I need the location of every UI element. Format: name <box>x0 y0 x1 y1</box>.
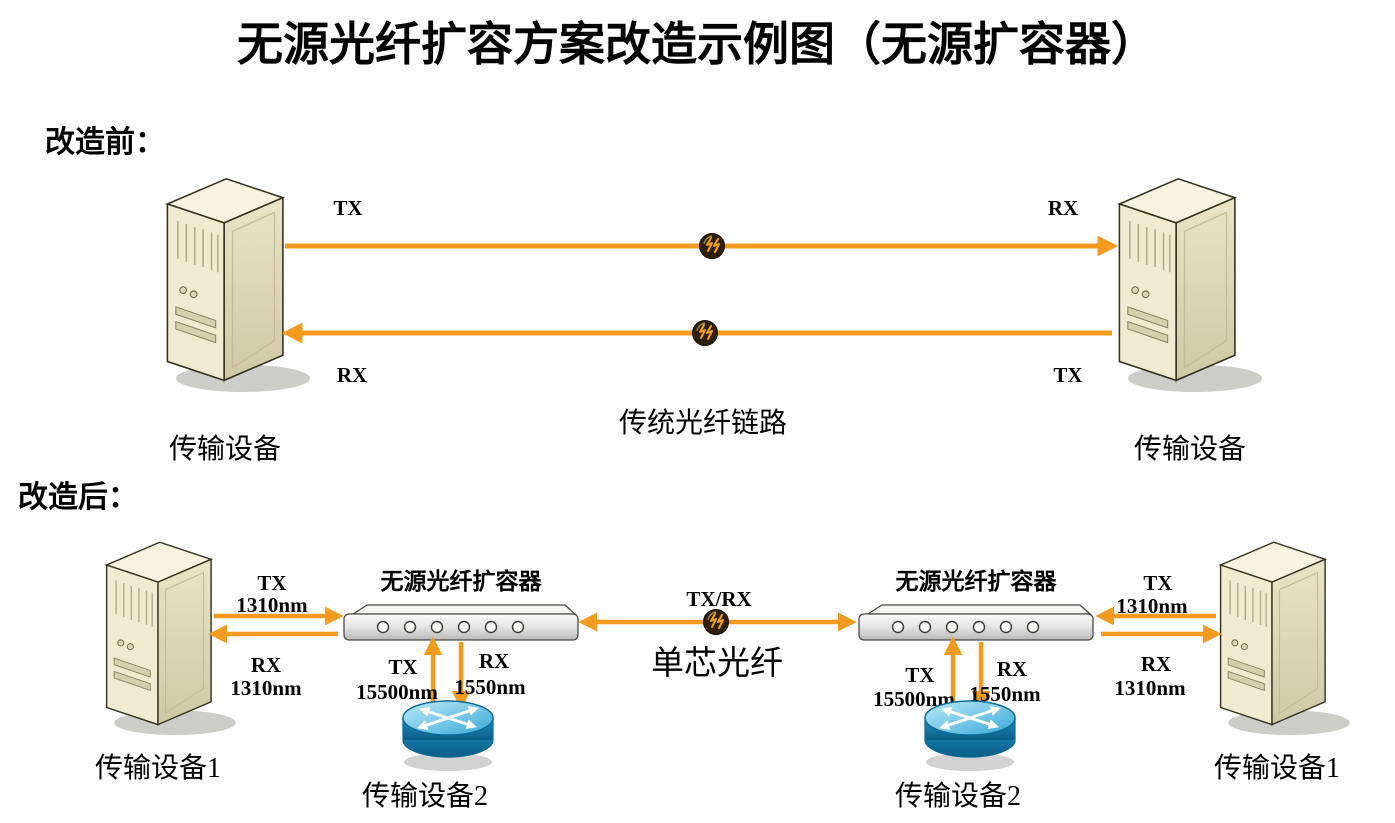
left-tx-wavelength: 1310nm <box>236 593 308 617</box>
right-drop-tx-label: TX <box>905 663 934 687</box>
fiber-splice-icon <box>698 232 726 260</box>
right-rx-wavelength: 1310nm <box>1114 676 1186 700</box>
expander-right-label: 无源光纤扩容器 <box>896 568 1058 594</box>
device-label-after-left: 传输设备1 <box>95 752 221 784</box>
single-fiber-caption: 单芯光纤 <box>651 645 783 682</box>
right-rx-label: RX <box>1141 652 1171 676</box>
device-label-before-right: 传输设备 <box>1134 433 1246 465</box>
tx-label-before-right: TX <box>1053 363 1082 387</box>
diagram-title: 无源光纤扩容方案改造示例图（无源扩容器） <box>237 19 1157 70</box>
expander-right-box-icon <box>858 604 1094 641</box>
left-tx-label: TX <box>257 571 286 595</box>
right-tx-label: TX <box>1143 571 1172 595</box>
device-label-after-right: 传输设备1 <box>1214 752 1340 784</box>
left-drop-tx-wavelength: 15500nm <box>356 680 438 704</box>
left-drop-rx-wavelength: 1550nm <box>454 675 526 699</box>
router-left-label: 传输设备2 <box>362 780 488 812</box>
fiber-splice-icon <box>691 319 719 347</box>
traditional-link-caption: 传统光纤链路 <box>619 407 787 439</box>
left-drop-rx-label: RX <box>479 649 509 673</box>
server-after-left-icon <box>105 541 237 736</box>
rx-label-before-right: RX <box>1048 196 1078 220</box>
server-before-left-icon <box>166 178 311 393</box>
right-drop-rx-label: RX <box>997 657 1027 681</box>
expander-left-label: 无源光纤扩容器 <box>381 568 543 594</box>
router-right-icon <box>925 701 1015 771</box>
center-txrx-label: TX/RX <box>686 587 751 611</box>
left-drop-tx-label: TX <box>388 655 417 679</box>
router-left-icon <box>403 701 493 771</box>
after-section-label: 改造后： <box>18 481 138 514</box>
router-right-label: 传输设备2 <box>895 780 1021 812</box>
server-before-right-icon <box>1118 178 1263 393</box>
left-rx-wavelength: 1310nm <box>230 676 302 700</box>
device-label-before-left: 传输设备 <box>169 433 281 465</box>
fiber-splice-icon <box>702 608 730 636</box>
rx-label-before-left: RX <box>337 363 367 387</box>
tx-label-before-left: TX <box>333 196 362 220</box>
expander-left-box-icon <box>343 604 579 641</box>
right-tx-wavelength: 1310nm <box>1116 594 1188 618</box>
before-section-label: 改造前： <box>45 126 165 159</box>
server-after-right-icon <box>1219 541 1351 736</box>
left-rx-label: RX <box>251 653 281 677</box>
